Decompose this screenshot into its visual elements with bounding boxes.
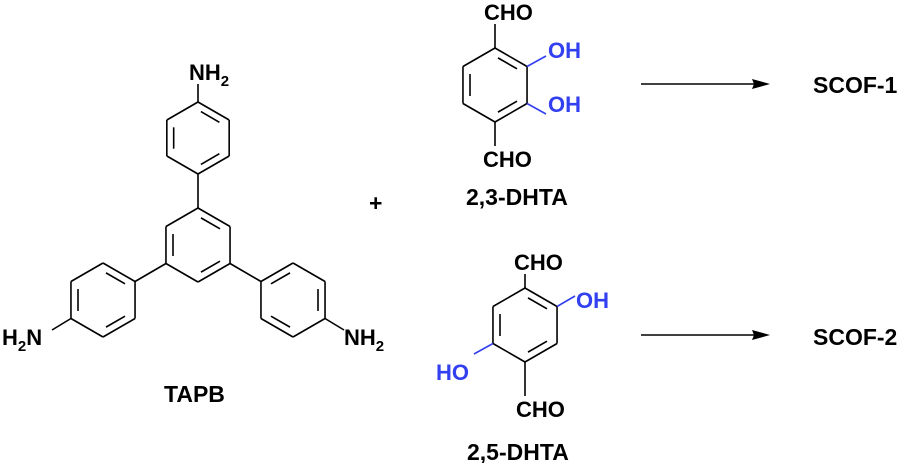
c-n-bond <box>51 317 72 331</box>
aryl-bond <box>134 262 167 283</box>
tapb-left-ring-bond <box>70 317 104 338</box>
tapb-central-ring-bond <box>197 207 231 228</box>
tapb-right-ring-bond <box>292 262 326 283</box>
dhta25-cho-bottom: CHO <box>516 397 565 422</box>
tapb-central-ring-double-bond <box>200 260 221 273</box>
plus-sign: + <box>369 190 382 216</box>
dhta25-label: 2,5-DHTA <box>467 439 569 463</box>
dhta25-ho: HO <box>436 360 469 385</box>
dhta23-ring-bond <box>462 47 496 68</box>
dhta23-ring-bond <box>494 47 528 68</box>
tapb-left-ring-double-bond <box>105 272 126 285</box>
product-scof1: SCOF-1 <box>813 72 898 98</box>
tapb-label: TAPB <box>164 381 225 407</box>
c-oh-bond <box>526 55 547 68</box>
dhta23-label: 2,3-DHTA <box>466 184 568 210</box>
tapb-top-amine: NH2 <box>189 60 229 90</box>
dhta23-ring-double-bond <box>497 57 518 70</box>
dhta23-oh-1: OH <box>548 38 581 63</box>
dhta25-ring-bond <box>492 342 526 363</box>
c-oh-bond <box>556 295 576 308</box>
tapb-left-ring-bond <box>70 262 104 283</box>
c-oh-bond <box>473 342 494 355</box>
tapb-right-ring-bond <box>292 317 326 338</box>
tapb-left-amine: H2N <box>2 325 42 355</box>
product-scof2: SCOF-2 <box>813 324 897 350</box>
dhta25-oh: OH <box>576 288 609 313</box>
tapb-right-amine: NH2 <box>344 325 384 355</box>
c-oh-bond <box>526 102 547 115</box>
tapb-top-ring-bond <box>166 101 199 121</box>
tapb-right-ring-bond <box>260 317 294 338</box>
dhta25-ring-bond <box>492 287 526 308</box>
tapb-left-ring-bond <box>102 317 136 338</box>
tapb-top-ring-double-bond <box>200 110 220 123</box>
dhta25-ring-double-bond <box>527 340 548 353</box>
dhta23-ring-bond <box>462 102 496 123</box>
dhta23-oh-2: OH <box>548 92 581 117</box>
tapb-right-ring-double-bond <box>270 272 291 285</box>
tapb-top-ring-bond <box>197 101 230 121</box>
dhta25-cho-top: CHO <box>514 250 563 275</box>
tapb-top-ring-double-bond <box>200 153 220 166</box>
c-n-bond <box>324 317 345 331</box>
tapb-central-ring-double-bond <box>200 217 221 230</box>
aryl-bond <box>229 262 262 283</box>
dhta23-ring-bond <box>494 102 528 123</box>
bond-lines <box>51 24 576 396</box>
tapb-right-ring-double-bond <box>270 315 291 328</box>
tapb-top-ring-bond <box>197 155 230 175</box>
tapb-top-ring-bond <box>166 155 199 175</box>
arrow-head-1 <box>752 79 770 89</box>
dhta25-ring-bond <box>524 287 558 308</box>
dhta23-cho-top: CHO <box>484 0 533 25</box>
tapb-central-ring-bond <box>165 207 199 228</box>
dhta23-cho-bottom: CHO <box>483 147 532 172</box>
dhta25-ring-double-bond <box>527 297 548 310</box>
tapb-central-ring-bond <box>197 262 231 283</box>
tapb-left-ring-bond <box>102 262 136 283</box>
dhta23-ring-double-bond <box>497 100 518 113</box>
tapb-left-ring-double-bond <box>105 315 126 328</box>
tapb-central-ring-bond <box>165 262 199 283</box>
dhta25-ring-bond <box>524 342 558 363</box>
tapb-right-ring-bond <box>260 262 294 283</box>
arrow-head-2 <box>752 330 770 340</box>
